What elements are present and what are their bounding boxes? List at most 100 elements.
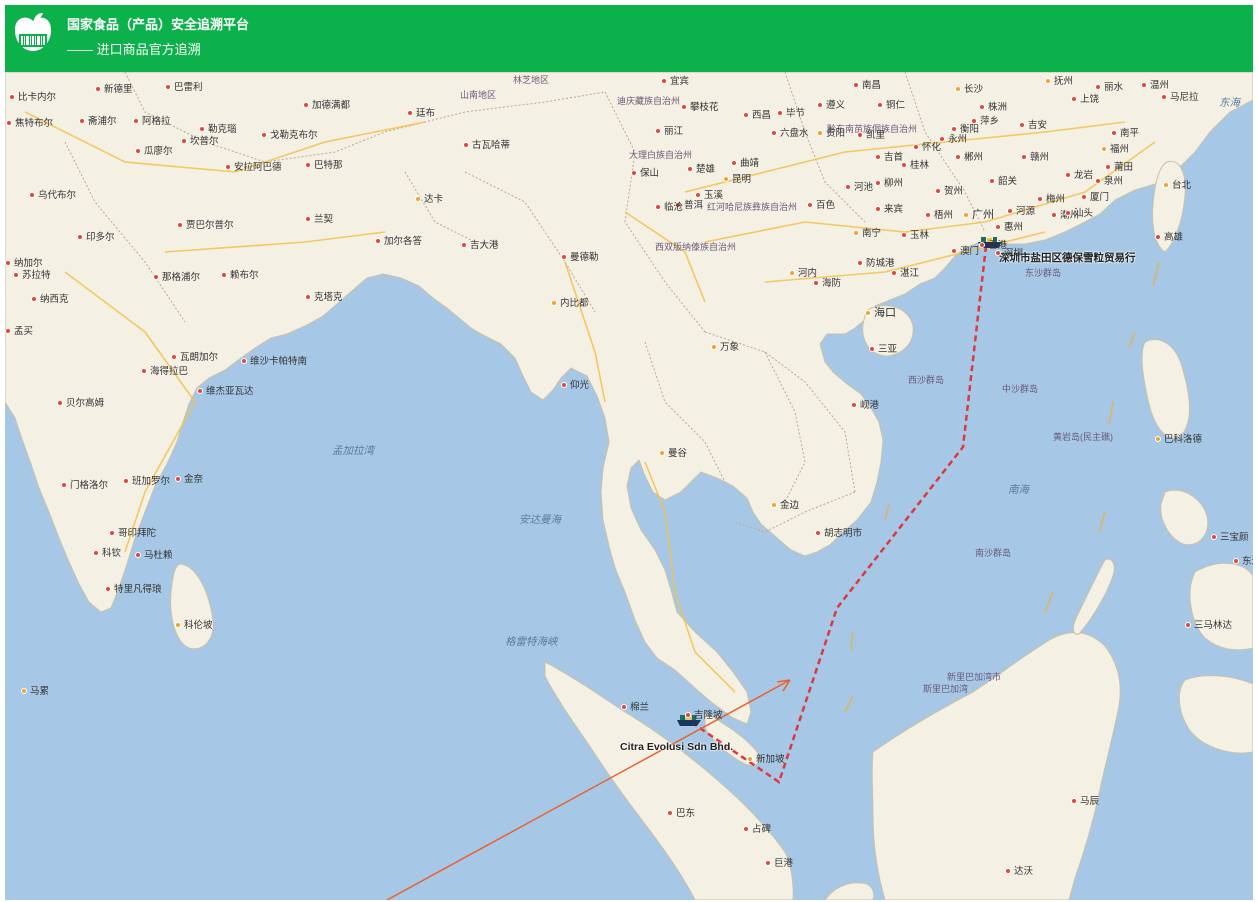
region-label: 林芝地区 [513, 75, 550, 85]
city-label: 马累 [21, 686, 49, 697]
city-label: 三马林达 [1185, 620, 1232, 631]
city-label: 加尔各答 [375, 236, 422, 247]
city-label: 惠州 [995, 222, 1023, 233]
city-label: 巴科洛德 [1155, 434, 1202, 445]
city-label: 吉首 [875, 152, 903, 163]
city-label: 新德里 [95, 84, 133, 95]
city-label: 三亚 [869, 344, 897, 355]
app-header: 国家食品（产品）安全追溯平台 —— 进口商品官方追溯 [5, 5, 1253, 72]
mainland-asia [5, 72, 1253, 725]
city-label: 仰光 [561, 380, 589, 391]
city-label: 温州 [1141, 80, 1169, 91]
borneo [871, 631, 1121, 900]
city-label: 吉安 [1019, 120, 1047, 131]
destination-company-label[interactable]: 深圳市盐田区德保雪粒贸易行 [999, 252, 1136, 264]
city-label: 福州 [1101, 144, 1129, 155]
city-label: 瓦朗加尔 [171, 352, 218, 363]
city-label: 防城港 [857, 258, 895, 269]
city-label: 马尼拉 [1161, 92, 1199, 103]
region-label: 黔东南苗族侗族自治州 [827, 124, 918, 134]
city-label: 河池 [845, 182, 873, 193]
taiwan [1152, 160, 1186, 253]
city-label: 赖布尔 [221, 270, 259, 281]
city-label: 比卡内尔 [9, 92, 56, 103]
highways [24, 111, 1156, 693]
city-label: 抚州 [1045, 76, 1073, 87]
cargo-ship-icon[interactable] [677, 713, 701, 727]
city-label: 纳西克 [31, 294, 69, 305]
city-label: 宜宾 [661, 76, 689, 87]
city-label: 玉溪 [695, 190, 723, 201]
city-label: 兰契 [305, 214, 333, 225]
city-label: 苏拉特 [13, 270, 51, 281]
city-label: 贾巴尔普尔 [177, 220, 234, 231]
sumatra [544, 661, 794, 900]
java [824, 882, 875, 900]
origin-company-label[interactable]: Citra Evolusi Sdn Bhd. [620, 741, 734, 753]
city-label: 巴东 [667, 808, 695, 819]
city-label: 六盘水 [771, 128, 809, 139]
admin-borders [64, 72, 986, 533]
city-label: 占碑 [743, 824, 771, 835]
city-label: 南平 [1111, 128, 1139, 139]
city-label: 戈勒克布尔 [261, 130, 318, 141]
region-label: 斯里巴加湾 [923, 684, 969, 694]
city-label: 台北 [1163, 180, 1191, 191]
city-label: 达卡 [415, 194, 443, 205]
city-label: 海防 [813, 278, 841, 289]
city-label: 铜仁 [877, 100, 905, 111]
platform-subtitle: —— 进口商品官方追溯 [67, 42, 201, 57]
city-label: 郴州 [955, 152, 983, 163]
city-label: 斋浦尔 [79, 116, 117, 127]
city-label: 那格浦尔 [153, 272, 200, 283]
city-label: 棉兰 [621, 702, 649, 713]
city-label: 巴特那 [305, 160, 343, 171]
city-label: 金奈 [175, 474, 203, 485]
city-label: 纳加尔 [5, 258, 43, 269]
city-label: 赣州 [1021, 152, 1049, 163]
city-label: 桂林 [901, 160, 929, 171]
city-label: 三宝颜 [1211, 532, 1249, 543]
trace-map[interactable]: 深圳市盐田区德保雪粒贸易行 Citra Evolusi Sdn Bhd. 孟加拉… [5, 72, 1253, 900]
arrow-head [776, 679, 791, 692]
city-label: 梅州 [1037, 194, 1065, 205]
city-label: 保山 [631, 168, 659, 179]
city-label: 安拉阿巴德 [225, 162, 282, 173]
city-label: 湛江 [891, 268, 919, 279]
sea-label: 孟加拉湾 [332, 445, 374, 457]
city-label: 阿格拉 [133, 116, 171, 127]
city-label: 柳州 [875, 178, 903, 189]
region-label: 西双版纳傣族自治州 [655, 242, 737, 252]
mindanao [1189, 562, 1253, 651]
city-label: 衡阳 [951, 124, 979, 135]
city-label: 来宾 [875, 204, 903, 215]
city-label: 普洱 [675, 200, 703, 211]
city-label: 贺州 [935, 186, 963, 197]
sea-label: 南海 [1008, 484, 1029, 496]
region-label: 东沙群岛 [1025, 268, 1062, 278]
city-label: 攀枝花 [681, 102, 719, 113]
apple-barcode-icon [14, 13, 52, 51]
region-label: 红河哈尼族彝族自治州 [707, 202, 798, 212]
sulawesi [1178, 675, 1253, 754]
city-label: 克塔克 [305, 292, 343, 303]
city-label: 昆明 [723, 174, 751, 185]
sri-lanka [170, 563, 214, 650]
sea-label: 东海 [1219, 97, 1240, 109]
city-label: 曲靖 [731, 158, 759, 169]
city-label: 上饶 [1071, 94, 1099, 105]
city-label: 厦门 [1081, 192, 1109, 203]
city-label: 澳门 [951, 246, 979, 257]
city-label: 西昌 [743, 110, 771, 121]
city-label: 萍乡 [971, 116, 999, 127]
city-label: 吉隆坡 [685, 710, 723, 721]
city-label: 哥印拜陀 [109, 528, 156, 539]
city-label: 广州 [963, 210, 994, 221]
city-label: 廷布 [407, 108, 435, 119]
city-label: 南宁 [853, 228, 881, 239]
city-label: 韶关 [989, 176, 1017, 187]
city-label: 新加坡 [747, 754, 785, 765]
city-label: 马辰 [1071, 796, 1099, 807]
city-label: 玉林 [901, 230, 929, 241]
visayas [1160, 489, 1209, 546]
